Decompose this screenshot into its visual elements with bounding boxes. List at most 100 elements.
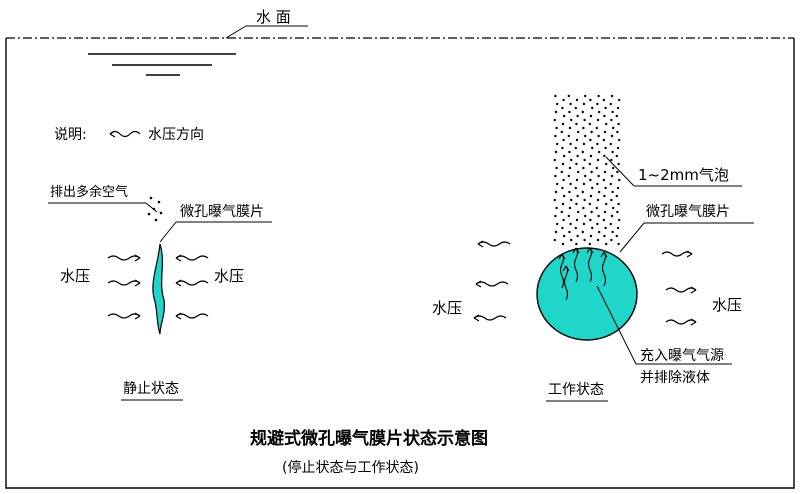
- bubble-dot: [555, 166, 558, 170]
- inner-squiggle: [573, 247, 579, 283]
- bubble-dot: [617, 202, 620, 206]
- bubble-dot: [553, 198, 556, 202]
- bubble-dot: [570, 238, 573, 242]
- bubble-dot: [577, 130, 580, 134]
- bubble-dot: [582, 166, 585, 170]
- bubble-dot: [554, 150, 558, 154]
- bubble-dot: [563, 194, 566, 198]
- bubble-dot: [582, 182, 586, 186]
- bubble-dot: [603, 194, 606, 198]
- bubble-dot: [609, 182, 612, 186]
- bubble-dot: [584, 94, 587, 98]
- bubble-dot: [584, 174, 587, 178]
- bubble-dot: [577, 210, 580, 214]
- bubble-dot: [589, 138, 592, 142]
- bubble-dot: [597, 94, 600, 98]
- membrane-right-label: 微孔曝气膜片: [646, 204, 730, 220]
- bubble-dot: [610, 134, 614, 138]
- bubble-dot: [598, 110, 601, 114]
- bubble-dot: [567, 174, 570, 178]
- bubble-dot: [604, 106, 607, 110]
- bubble-dot: [554, 134, 557, 138]
- bubble-dot: [602, 178, 605, 182]
- bubble-dot: [590, 130, 593, 134]
- bubble-dot: [574, 146, 577, 150]
- bubble-dot: [570, 198, 573, 202]
- bubble-dot: [589, 234, 593, 238]
- inner-squiggle-head: [600, 251, 608, 258]
- outward-arrow-left-2: [475, 280, 509, 288]
- legend-prefix: 说明:: [54, 127, 87, 143]
- bubble-dot: [615, 194, 618, 198]
- bubble-dot: [616, 146, 620, 150]
- bubble-dot: [568, 150, 571, 154]
- bubble-dot: [575, 122, 578, 126]
- inner-squiggle-head: [562, 265, 570, 272]
- membrane-static: [152, 243, 166, 335]
- bubble-dot: [561, 146, 564, 150]
- bubble-dot: [617, 242, 620, 246]
- bubble-dot: [596, 198, 600, 202]
- bubble-dot: [610, 174, 614, 178]
- bubble-dot: [556, 182, 559, 186]
- bubble-dot: [583, 238, 586, 242]
- bubble-dot: [575, 178, 579, 182]
- bubble-dot: [563, 114, 566, 118]
- exhaust-air-leader: [145, 202, 158, 213]
- bubble-dot: [568, 190, 571, 194]
- bubble-dot: [595, 206, 598, 210]
- bubble-dot: [554, 174, 557, 178]
- bubble-dot: [603, 130, 607, 134]
- fill-label-line2: 并排除液体: [640, 370, 710, 386]
- bubble-dot: [595, 166, 598, 170]
- bubble-dot: [576, 114, 579, 118]
- bubble-dot: [618, 218, 621, 222]
- bubble-dot: [610, 214, 614, 218]
- legend-text: 水压方向: [148, 127, 204, 143]
- outward-arrow-left-1: [477, 240, 511, 248]
- bubble-dot: [583, 198, 586, 202]
- pressure-arrow-left-2: [107, 279, 141, 287]
- exhaust-air-label: 排出多余空气: [50, 184, 128, 200]
- bubble-dot: [555, 206, 558, 210]
- water-surface-label: 水 面: [256, 8, 291, 26]
- pressure-arrow-right-2: [175, 279, 209, 287]
- bubble-dot: [590, 210, 593, 214]
- bubble-dot: [589, 178, 592, 182]
- pressure-left-right-label: 水压: [214, 267, 244, 285]
- inner-squiggle: [559, 253, 565, 289]
- bubble-dot: [553, 118, 556, 122]
- bubble-dot: [597, 174, 600, 178]
- bubble-dot: [616, 170, 619, 174]
- escaping-air-dots: [147, 196, 163, 222]
- bubble-dot: [605, 202, 608, 206]
- bubble-dot: [562, 218, 565, 222]
- bubble-dot: [602, 218, 605, 222]
- inner-squiggle-head: [586, 247, 594, 254]
- bubble-dot: [560, 130, 563, 134]
- water-label-leader: [225, 25, 247, 39]
- bubble-dot: [605, 122, 608, 126]
- inner-squiggle-head: [558, 253, 566, 260]
- diagram-subtitle: (停止状态与工作状态): [282, 459, 419, 476]
- bubble-dot: [610, 198, 613, 202]
- bubble-dot: [569, 102, 572, 106]
- state-working-label: 工作状态: [548, 382, 604, 398]
- bubble-dot: [560, 170, 563, 174]
- bubble-dot: [554, 190, 558, 194]
- bubble-dot: [575, 202, 578, 206]
- outward-arrow-left-3: [473, 314, 507, 322]
- bubble-dot: [588, 162, 591, 166]
- pressure-arrow-left-1: [107, 254, 141, 262]
- bubble-dot: [556, 102, 559, 106]
- bubble-dot: [591, 226, 594, 230]
- bubble-dot: [610, 94, 614, 98]
- pressure-arrow-right-3: [175, 312, 209, 320]
- bubble-dot: [581, 150, 584, 154]
- bubble-dot: [582, 126, 585, 130]
- bubble-dot: [604, 186, 607, 190]
- bubble-column: [553, 94, 621, 246]
- membrane-left-label: 微孔曝气膜片: [180, 204, 264, 220]
- bubble-dot: [561, 162, 565, 166]
